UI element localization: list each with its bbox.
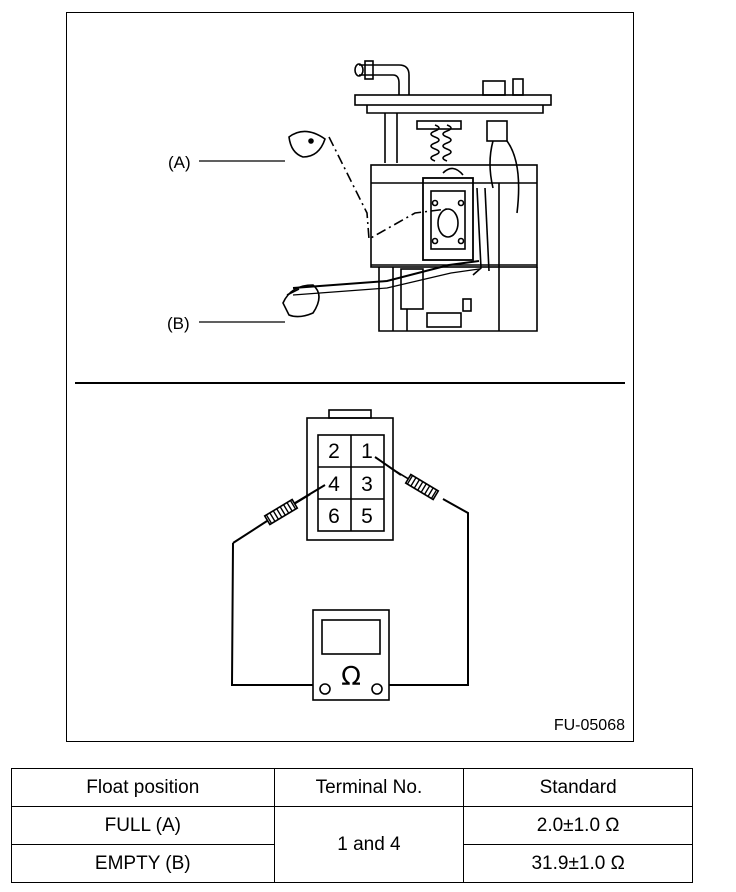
cell-terminal: 1 and 4 bbox=[273, 806, 465, 883]
ohm-symbol: Ω bbox=[341, 662, 361, 692]
ohmmeter: Ω bbox=[312, 609, 390, 701]
fuel-pump-assembly bbox=[282, 60, 552, 332]
label-a: (A) bbox=[168, 153, 191, 172]
pin-2: 2 bbox=[328, 440, 340, 463]
probe-left bbox=[263, 493, 311, 526]
fuel-sender-diagram: 2 1 4 3 6 5 bbox=[75, 60, 625, 701]
connector bbox=[306, 409, 394, 541]
connector-pin-labels: 2 1 4 3 6 5 bbox=[328, 440, 373, 528]
header-float-position: Float position bbox=[11, 768, 275, 807]
label-b: (B) bbox=[167, 314, 190, 333]
meter-terminal-right bbox=[371, 683, 383, 695]
header-standard: Standard bbox=[463, 768, 693, 807]
probe-right bbox=[395, 470, 440, 501]
figure-frame: 2 1 4 3 6 5 bbox=[66, 12, 634, 742]
table-row: EMPTY (B) 31.9±1.0 Ω bbox=[11, 844, 693, 883]
table-header-row: Float position Terminal No. Standard bbox=[11, 768, 693, 807]
pin-3: 3 bbox=[361, 473, 373, 496]
meter-terminal-left bbox=[319, 683, 331, 695]
pin-6: 6 bbox=[328, 505, 340, 528]
cell-standard: 31.9±1.0 Ω bbox=[463, 844, 693, 883]
pin-4: 4 bbox=[328, 473, 340, 496]
table-row: FULL (A) 1 and 4 2.0±1.0 Ω bbox=[11, 806, 693, 883]
pin-1: 1 bbox=[361, 440, 373, 463]
figure-id: FU-05068 bbox=[553, 717, 625, 734]
test-leads bbox=[230, 456, 469, 686]
header-terminal-no: Terminal No. bbox=[273, 768, 465, 807]
cell-float-position: EMPTY (B) bbox=[11, 844, 275, 883]
spec-table: Float position Terminal No. Standard FUL… bbox=[11, 768, 693, 883]
cell-float-position: FULL (A) bbox=[11, 806, 275, 845]
cell-standard: 2.0±1.0 Ω bbox=[463, 806, 693, 845]
pin-5: 5 bbox=[361, 505, 373, 528]
